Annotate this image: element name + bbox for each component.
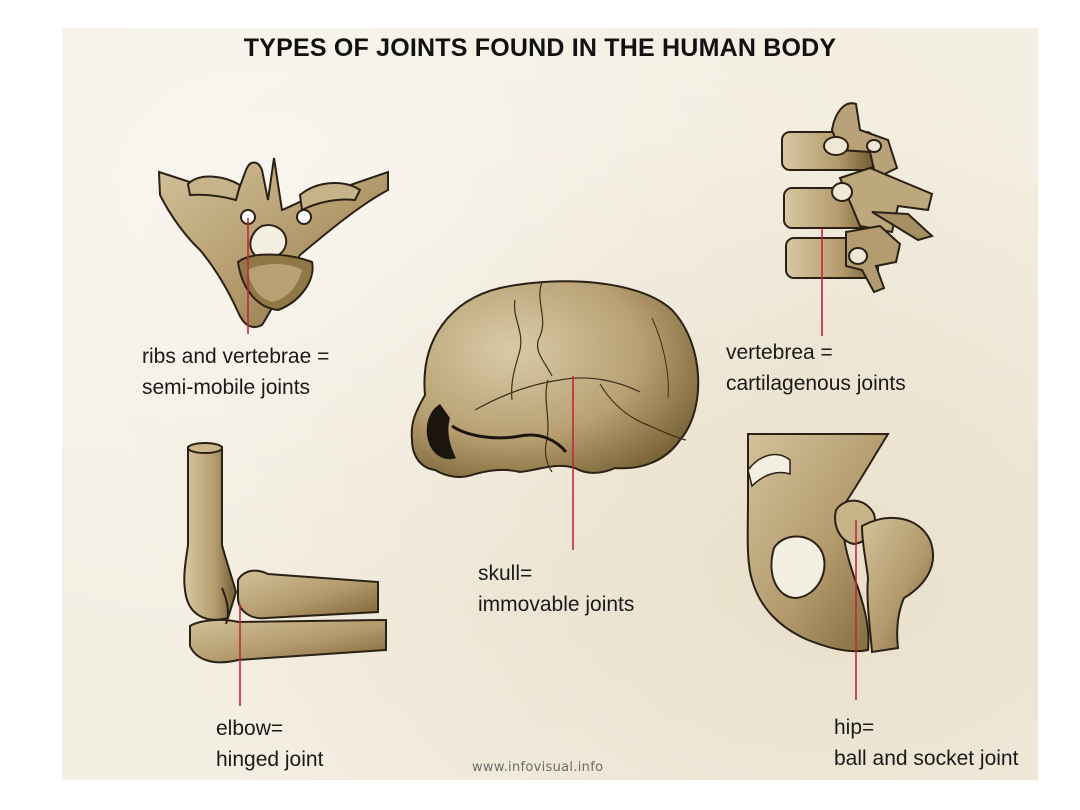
source-credit: www.infovisual.info <box>472 760 604 775</box>
elbow-illustration <box>183 442 387 664</box>
label-vertebrea: vertebrea = cartilagenous joints <box>726 337 906 399</box>
hip-illustration <box>746 433 935 654</box>
label-elbow-line2: hinged joint <box>216 748 324 771</box>
skull-illustration <box>410 280 700 478</box>
label-ribs-line2: semi-mobile joints <box>142 376 311 399</box>
label-skull-line2: immovable joints <box>478 593 635 616</box>
vertebral-column-illustration <box>781 102 934 294</box>
label-hip-line1: hip= <box>834 716 875 739</box>
label-skull-line1: skull= <box>478 562 533 585</box>
label-vertebrea-line2: cartilagenous joints <box>726 372 906 395</box>
label-elbow: elbow= hinged joint <box>216 713 323 775</box>
label-elbow-line1: elbow= <box>216 717 284 740</box>
diagram-title: TYPES OF JOINTS FOUND IN THE HUMAN BODY <box>243 34 837 62</box>
pointer-lines <box>239 218 857 706</box>
label-vertebrea-line1: vertebrea = <box>726 341 833 364</box>
label-hip: hip= ball and socket joint <box>834 712 1018 774</box>
rib-vertebra-illustration <box>157 157 389 329</box>
label-ribs-line1: ribs and vertebrae = <box>142 345 330 368</box>
label-ribs-vertebrae: ribs and vertebrae = semi-mobile joints <box>142 341 329 403</box>
label-hip-line2: ball and socket joint <box>834 747 1019 770</box>
label-skull: skull= immovable joints <box>478 558 634 620</box>
